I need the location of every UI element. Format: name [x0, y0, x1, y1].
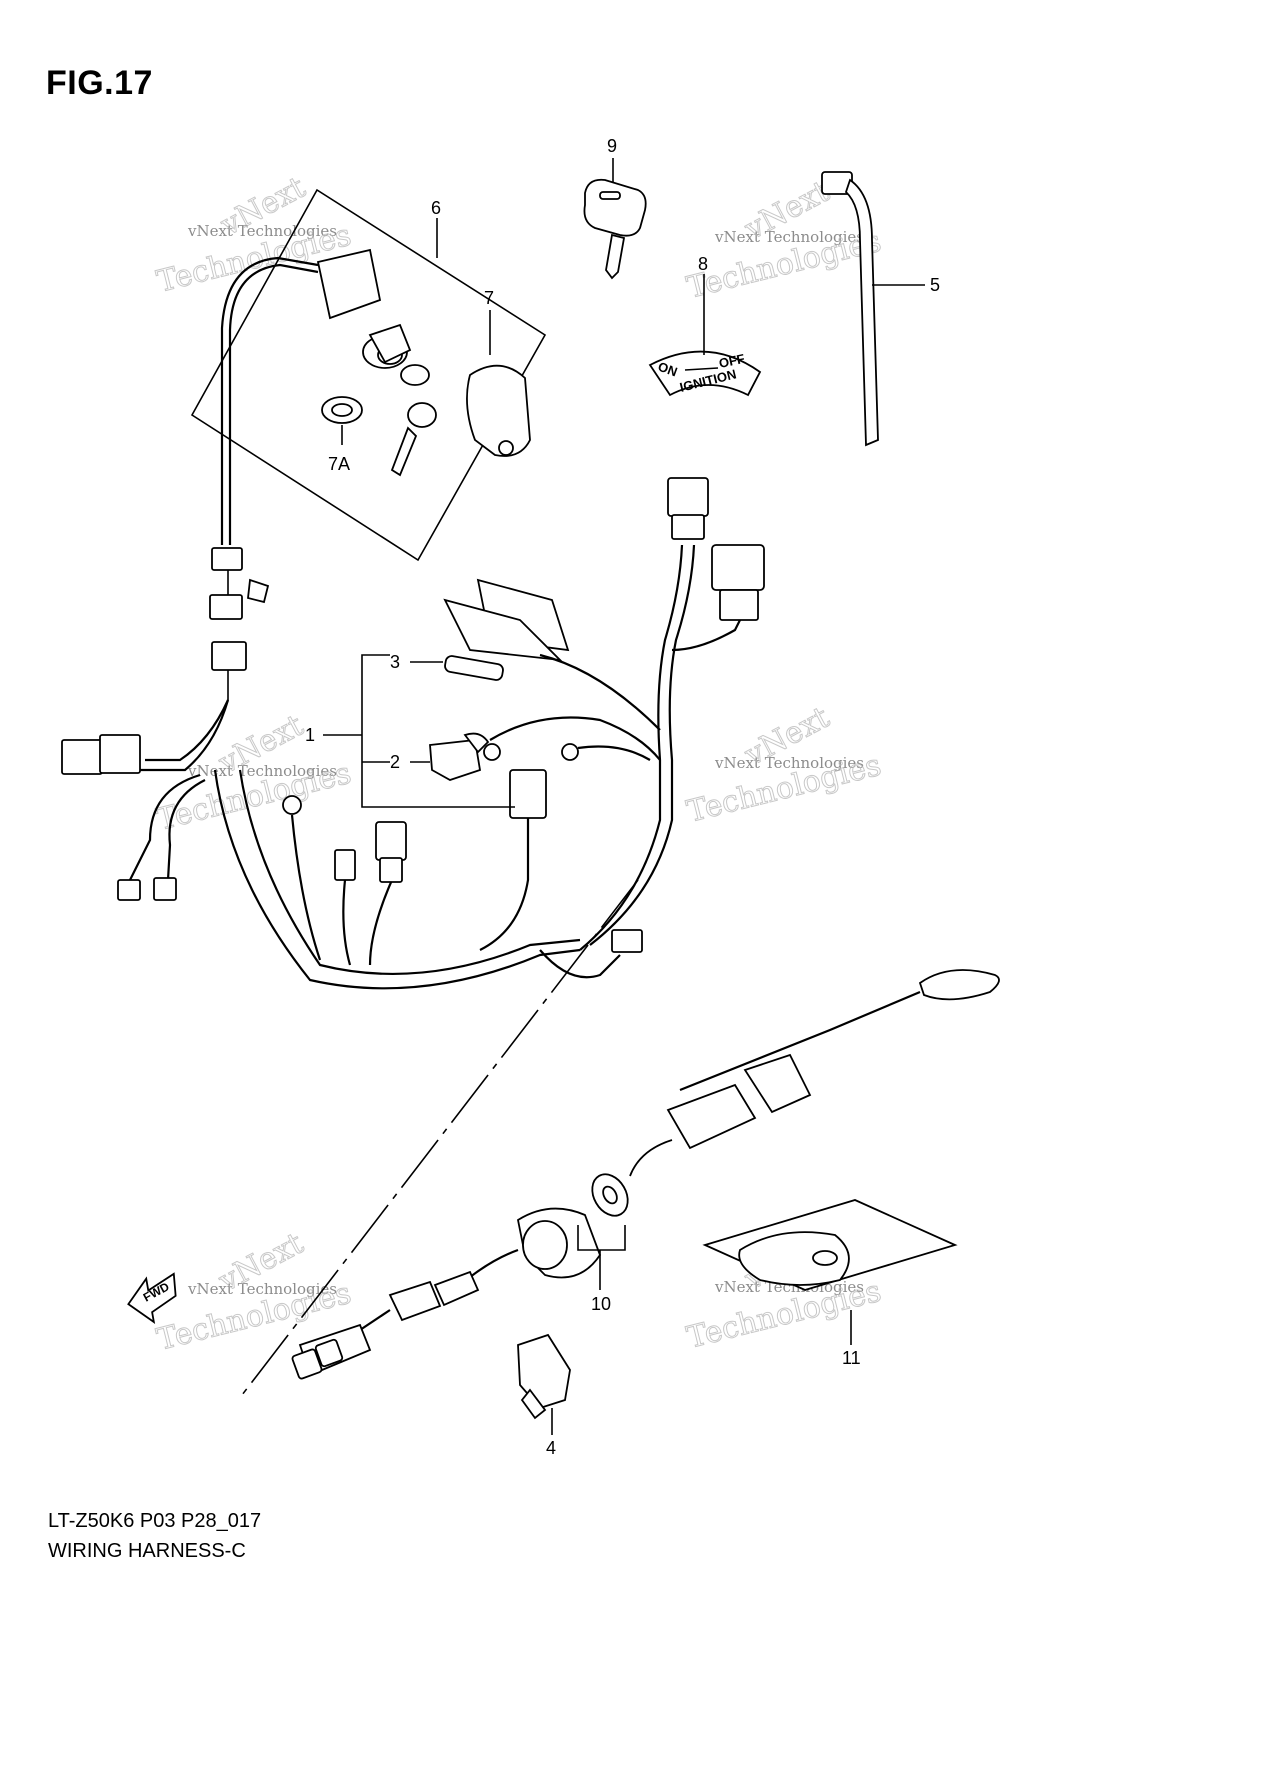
- key: [583, 178, 647, 280]
- diagram-name: WIRING HARNESS-C: [48, 1540, 246, 1562]
- callout-8: 8: [698, 254, 708, 274]
- lock-nut: [321, 396, 363, 424]
- axis-centerline: [241, 879, 639, 1396]
- figure-title: FIG.17: [46, 64, 153, 102]
- callout-10: 10: [591, 1294, 611, 1314]
- switch-cap: [466, 364, 531, 457]
- terminal-cap: [429, 732, 490, 781]
- callout-6: 6: [431, 198, 441, 218]
- ignition-switch: [220, 248, 437, 545]
- plate-divider: [684, 367, 719, 371]
- callout-11: 11: [842, 1348, 861, 1368]
- callout-1: 1: [305, 725, 315, 745]
- watermark-group-3: vNext Technologies Technologies vNext: [153, 707, 355, 838]
- sensor-harness: [291, 969, 1000, 1380]
- cable-tie: [821, 171, 879, 447]
- ignition-label-plate: ON OFF IGNITION: [648, 350, 762, 397]
- key-head: [400, 364, 430, 386]
- callout-4: 4: [546, 1438, 556, 1458]
- left-connector: [61, 739, 103, 775]
- protective-pad: [702, 1199, 958, 1291]
- model-code: LT-Z50K6 P03 P28_017: [48, 1510, 262, 1532]
- callout-3: 3: [390, 652, 400, 672]
- callout-2: 2: [390, 752, 400, 772]
- watermark-text: vNext Technologies: [187, 762, 337, 780]
- plate-on-text: ON: [656, 359, 679, 380]
- sensor-bracket: [577, 1225, 626, 1251]
- callout-7a: 7A: [328, 454, 350, 474]
- watermark-text: vNext Technologies: [187, 1280, 337, 1298]
- callout-7: 7: [484, 288, 494, 308]
- harness-bracket: [361, 654, 515, 808]
- watermark-group-4: vNext Technologies Technologies vNext: [683, 699, 885, 830]
- forward-arrow-icon: FWD: [127, 1272, 177, 1324]
- watermark-text: vNext Technologies: [714, 228, 864, 246]
- callout-5: 5: [930, 275, 940, 295]
- clamp: [517, 1333, 571, 1420]
- plate-off-text: OFF: [718, 351, 747, 371]
- fuse: [444, 655, 504, 681]
- watermark-text: vNext Technologies: [714, 754, 864, 772]
- callout-9: 9: [607, 136, 617, 156]
- main-harness: [61, 477, 765, 990]
- watermark-text: vNext Technologies: [187, 222, 337, 240]
